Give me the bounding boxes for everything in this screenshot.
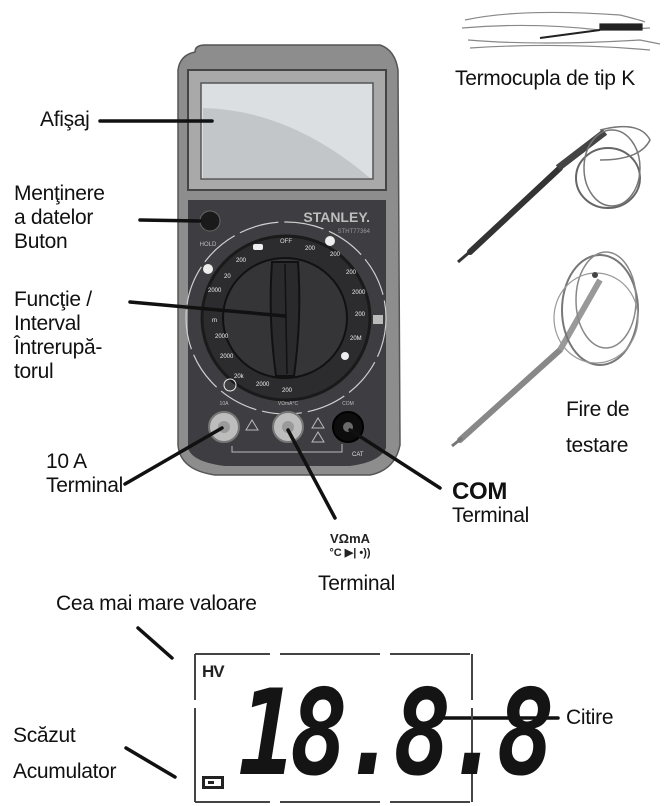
svg-text:OFF: OFF	[280, 239, 292, 245]
svg-text:200: 200	[330, 252, 341, 258]
test-lead-black-image	[457, 125, 651, 264]
label-reading: Citire	[566, 706, 614, 729]
svg-text:2000: 2000	[208, 288, 222, 294]
label-vohm-terminal: Terminal	[318, 572, 395, 595]
label-function-switch: Funcţie / Interval Întrerupă- torul	[14, 288, 103, 383]
svg-text:2000: 2000	[215, 334, 229, 340]
lcd-reading: 18.8.8	[238, 664, 555, 802]
svg-text:20M: 20M	[350, 336, 362, 342]
svg-text:VΩmA°C: VΩmA°C	[278, 401, 299, 407]
label-low-battery: Scăzut Acumulator	[13, 724, 117, 783]
svg-text:200: 200	[346, 270, 357, 276]
svg-text:20: 20	[224, 274, 231, 280]
svg-text:m: m	[212, 318, 217, 324]
label-com-terminal: COM Terminal	[452, 478, 529, 528]
label-thermocouple: Termocupla de tip K	[455, 67, 635, 90]
vohm-symbols: VΩmA °C ▶| •))	[329, 531, 371, 560]
label-display: Afişaj	[40, 108, 90, 131]
svg-text:200: 200	[355, 312, 366, 318]
svg-text:2000: 2000	[256, 382, 270, 388]
battery-icon	[202, 776, 224, 789]
svg-text:2000: 2000	[220, 354, 234, 360]
leader-lines	[98, 119, 560, 779]
svg-text:200: 200	[282, 388, 293, 394]
label-highest-value: Cea mai mare valoare	[56, 592, 257, 615]
label-test-leads: Fire de testare	[566, 398, 630, 457]
svg-text:CAT: CAT	[352, 452, 364, 458]
hv-indicator: HV	[202, 662, 225, 681]
svg-text:20k: 20k	[234, 374, 245, 380]
test-lead-red-image	[451, 251, 639, 448]
svg-text:COM: COM	[342, 401, 354, 407]
hold-button	[199, 210, 221, 232]
brand-logo: STANLEY.	[303, 209, 370, 225]
multimeter: STANLEY. STHT77364 HOLD OFF 200 20 2000 …	[177, 44, 401, 476]
label-data-hold: Menţinere a datelor Buton	[14, 182, 105, 253]
svg-text:200: 200	[305, 246, 316, 252]
label-10a-terminal: 10 A Terminal	[46, 450, 123, 497]
lcd-closeup	[194, 653, 473, 803]
svg-text:STHT77364: STHT77364	[338, 229, 371, 235]
svg-text:10A: 10A	[220, 401, 230, 407]
thermocouple-k-image	[461, 11, 661, 51]
svg-text:2000: 2000	[352, 290, 366, 296]
svg-text:200: 200	[236, 258, 247, 264]
svg-text:HOLD: HOLD	[200, 242, 217, 248]
